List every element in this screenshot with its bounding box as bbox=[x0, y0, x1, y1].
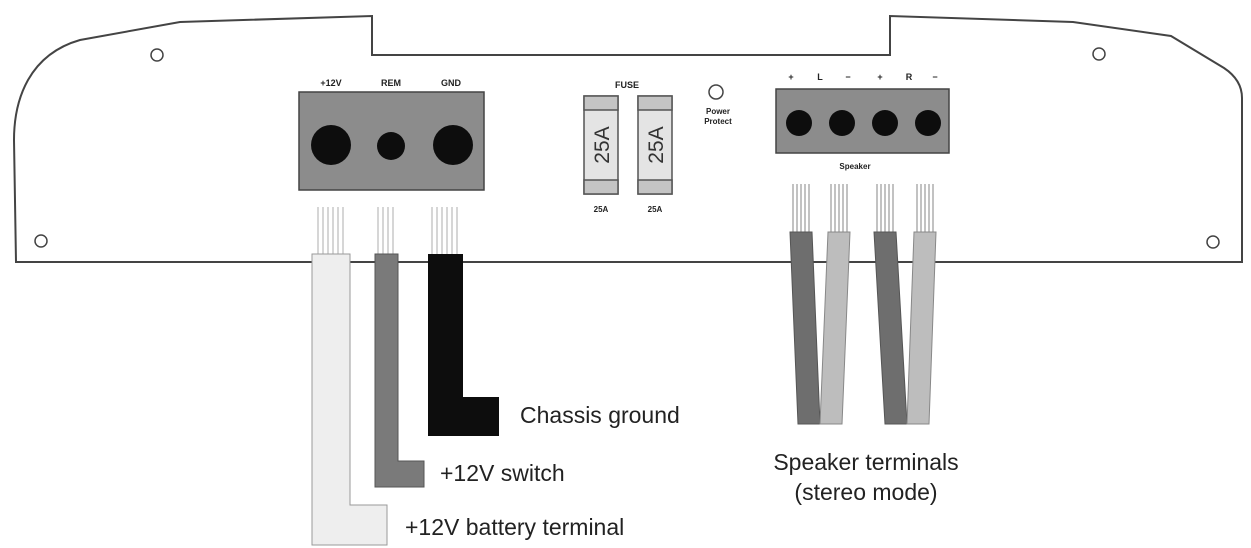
speaker-terminal-block bbox=[775, 88, 950, 154]
terminal-label-gnd: GND bbox=[441, 78, 462, 88]
fuse-title: FUSE bbox=[615, 80, 639, 90]
speaker-label-r: R bbox=[906, 72, 913, 82]
speaker-terminal-hole-1 bbox=[786, 110, 812, 136]
speaker-terminal-hole-4 bbox=[915, 110, 941, 136]
callout-chassis-ground: Chassis ground bbox=[520, 402, 680, 428]
power-protect-led bbox=[708, 84, 724, 100]
speaker-wire-2 bbox=[819, 231, 851, 425]
mounting-hole-bottom-left bbox=[34, 234, 48, 248]
speaker-terminal-hole-2 bbox=[829, 110, 855, 136]
callout-speaker-terminals-line1: Speaker terminals bbox=[773, 449, 958, 475]
fuse-2: 25A bbox=[637, 95, 673, 195]
fuse-1-rating: 25A bbox=[591, 126, 614, 163]
mounting-hole-top-right bbox=[1092, 47, 1106, 61]
power-protect-label-line2: Protect bbox=[704, 117, 732, 126]
terminal-label-rem: REM bbox=[381, 78, 401, 88]
fuse-2-caption: 25A bbox=[648, 205, 663, 214]
speaker-caption: Speaker bbox=[839, 162, 870, 171]
fuse-1: 25A bbox=[583, 95, 619, 195]
speaker-label-r-minus: − bbox=[932, 72, 937, 82]
speaker-wire-3-strands bbox=[876, 184, 894, 232]
speaker-label-r-plus: + bbox=[877, 72, 882, 82]
mounting-hole-top-left bbox=[150, 48, 164, 62]
fuse-1-caption: 25A bbox=[594, 205, 609, 214]
callout-12v-switch: +12V switch bbox=[440, 460, 565, 486]
amplifier-panel-outline bbox=[12, 14, 1243, 263]
speaker-label-l: L bbox=[817, 72, 823, 82]
speaker-label-l-plus: + bbox=[788, 72, 793, 82]
ground-wire bbox=[428, 254, 499, 436]
callout-12v-battery: +12V battery terminal bbox=[405, 514, 624, 540]
terminal-12v-hole bbox=[311, 125, 351, 165]
switch-wire bbox=[374, 253, 425, 488]
power-terminal-block bbox=[298, 91, 485, 191]
mounting-hole-bottom-right bbox=[1206, 235, 1220, 249]
speaker-wire-2-strands bbox=[830, 184, 848, 232]
fuse-2-rating: 25A bbox=[645, 126, 668, 163]
terminal-gnd-hole bbox=[433, 125, 473, 165]
speaker-wire-1-strands bbox=[792, 184, 810, 232]
power-protect-label-line1: Power bbox=[706, 107, 730, 116]
battery-wire bbox=[311, 253, 388, 546]
speaker-label-l-minus: − bbox=[845, 72, 850, 82]
speaker-terminal-hole-3 bbox=[872, 110, 898, 136]
speaker-wire-4 bbox=[906, 231, 937, 425]
ground-wire-strands bbox=[431, 207, 458, 254]
callout-speaker-terminals-line2: (stereo mode) bbox=[794, 479, 937, 505]
speaker-wire-4-strands bbox=[916, 184, 934, 232]
terminal-label-12v: +12V bbox=[320, 78, 341, 88]
terminal-rem-hole bbox=[377, 132, 405, 160]
battery-wire-strands bbox=[317, 207, 344, 254]
switch-wire-strands bbox=[377, 207, 394, 254]
